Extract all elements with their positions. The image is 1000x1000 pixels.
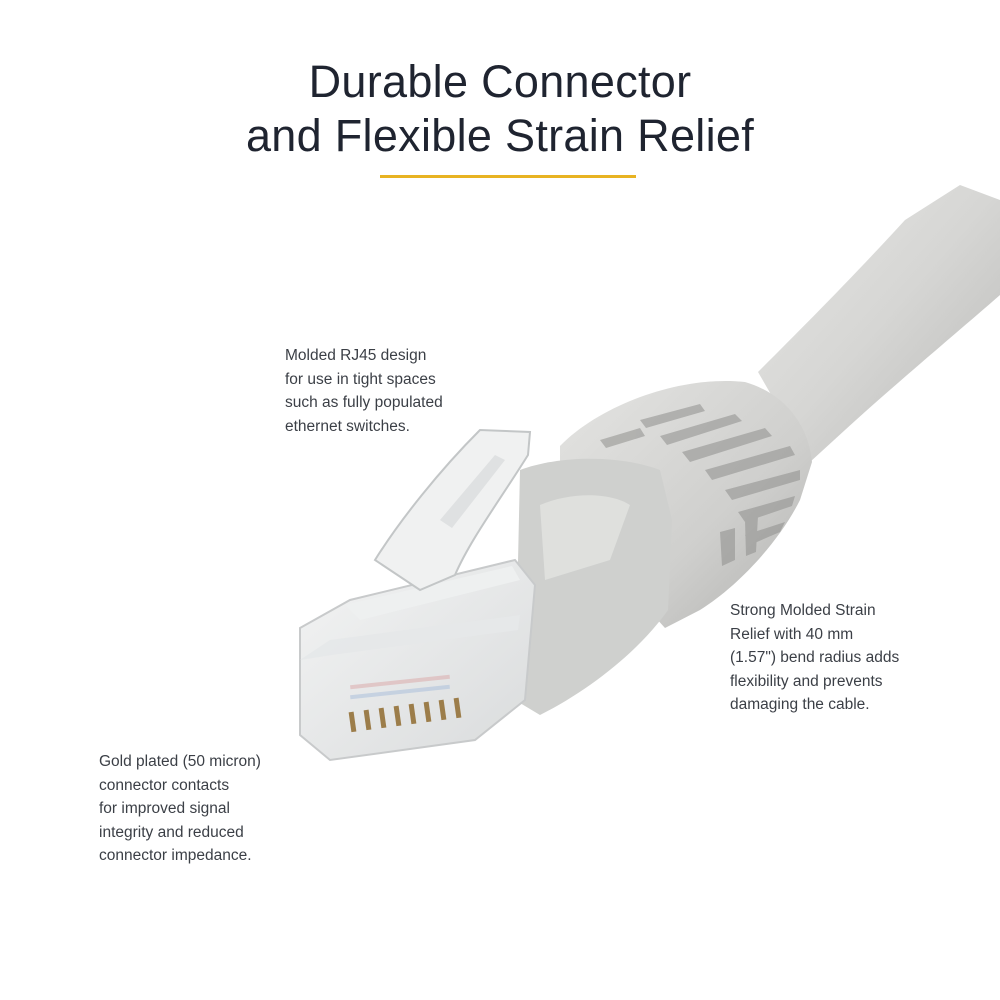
callout-line: Relief with 40 mm	[730, 625, 854, 643]
callout-line: such as fully populated	[285, 394, 443, 411]
callout-line: integrity and reduced	[99, 823, 244, 841]
callout-line: (1.57") bend radius adds	[730, 649, 900, 666]
callout-line: ethernet switches.	[285, 417, 410, 435]
title-underline	[380, 175, 636, 178]
callout-rj45-design: Molded RJ45 design for use in tight spac…	[285, 344, 443, 438]
cable-jacket	[758, 185, 1000, 462]
boot-ribs	[600, 404, 800, 566]
callout-line: connector impedance.	[99, 847, 252, 864]
callout-line: Molded RJ45 design	[285, 347, 427, 364]
callout-line: for improved signal	[99, 800, 230, 817]
title-line-1: Durable Connector	[308, 56, 692, 107]
internal-wires	[350, 674, 450, 700]
callout-line: Strong Molded Strain	[730, 602, 876, 619]
callout-strain-relief: Strong Molded Strain Relief with 40 mm (…	[730, 599, 899, 717]
callout-line: connector contacts	[99, 776, 230, 794]
callout-line: flexibility and prevents	[730, 672, 883, 690]
callout-gold-contacts: Gold plated (50 micron) connector contac…	[99, 750, 261, 868]
callout-line: Gold plated (50 micron)	[99, 753, 261, 770]
gold-contacts	[348, 697, 462, 733]
callout-line: damaging the cable.	[730, 696, 870, 713]
callout-line: for use in tight spaces	[285, 370, 436, 388]
title-line-2: and Flexible Strain Relief	[245, 110, 755, 161]
